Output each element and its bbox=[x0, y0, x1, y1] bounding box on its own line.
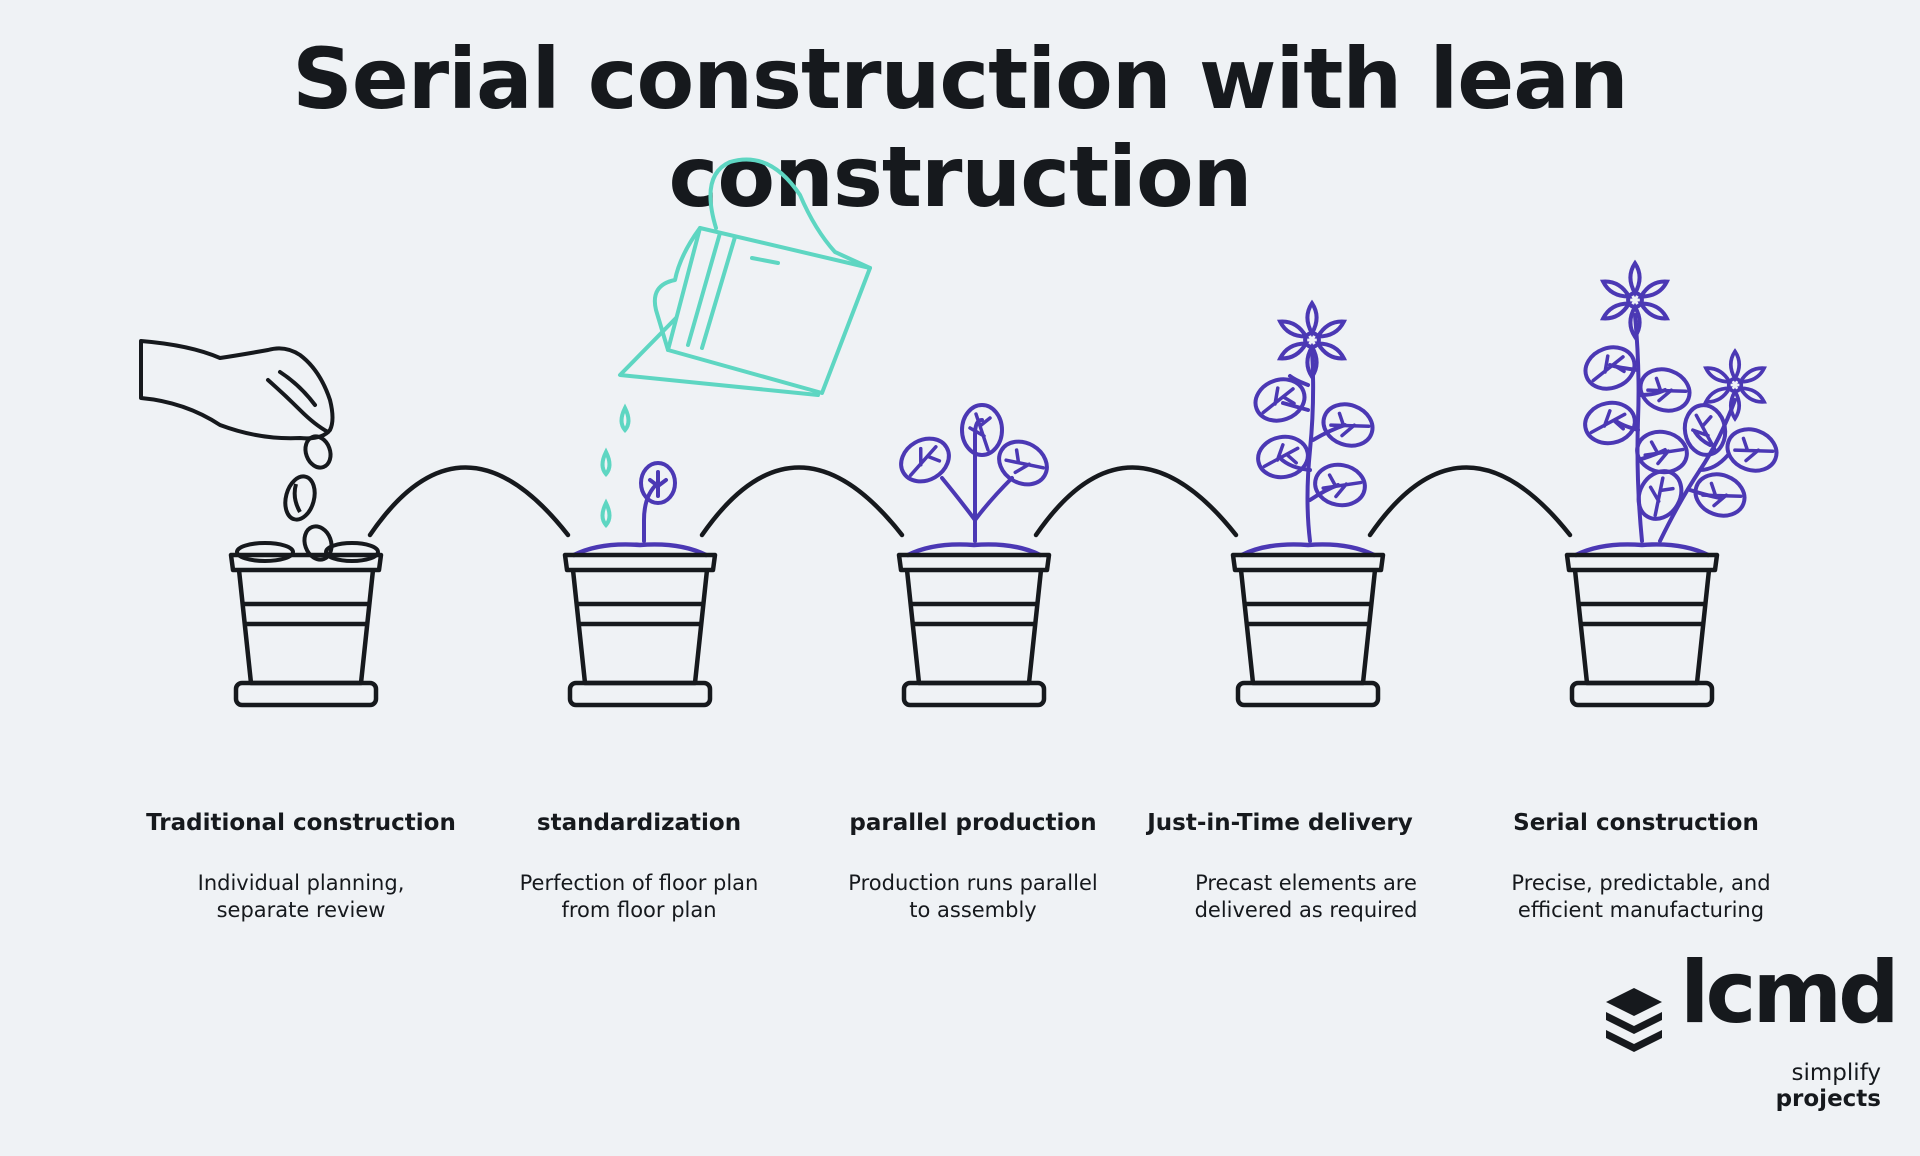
page-title: Serial construction with lean constructi… bbox=[292, 30, 1628, 226]
stage-5-title: Serial construction bbox=[1513, 810, 1759, 836]
stage-1-description: Individual planning, separate review bbox=[131, 870, 471, 924]
connector-arc-2 bbox=[699, 465, 905, 538]
stage-4-illustration bbox=[1233, 303, 1383, 705]
stacked-layers-icon bbox=[1606, 988, 1662, 1052]
connector-arcs bbox=[367, 465, 1573, 538]
seed-icons bbox=[235, 474, 380, 563]
stage-2-illustration bbox=[565, 157, 872, 705]
tagline-bold: projects bbox=[1775, 1086, 1881, 1112]
pot-icon bbox=[1233, 555, 1383, 705]
hand-icon bbox=[139, 339, 335, 470]
logo-wordmark: lcmd bbox=[1680, 943, 1900, 1043]
pot-icon bbox=[1567, 555, 1717, 705]
connector-arc-3 bbox=[1033, 465, 1239, 538]
connector-arc-1 bbox=[367, 465, 571, 538]
stage-4-description-line-1: Precast elements are bbox=[1195, 871, 1417, 895]
stage-4-description: Precast elements are delivered as requir… bbox=[1136, 870, 1476, 924]
stage-1-description-line-2: separate review bbox=[216, 898, 386, 922]
pot-icon bbox=[231, 555, 381, 705]
stage-3-description-line-2: to assembly bbox=[909, 898, 1037, 922]
stage-4-description-line-2: delivered as required bbox=[1194, 898, 1418, 922]
watering-can-icon bbox=[618, 157, 872, 397]
sprout-icon bbox=[639, 461, 677, 543]
stage-5-description-line-1: Precise, predictable, and bbox=[1511, 871, 1771, 895]
stage-2-title: standardization bbox=[536, 810, 742, 836]
stage-3-description-line-1: Production runs parallel bbox=[848, 871, 1098, 895]
stage-1-title: Traditional construction bbox=[146, 810, 456, 836]
stage-2-description-line-2: from floor plan bbox=[561, 898, 717, 922]
pot-icon bbox=[565, 555, 715, 705]
stage-3-title: parallel production bbox=[849, 810, 1097, 836]
pot-icon bbox=[899, 555, 1049, 705]
connector-arc-4 bbox=[1367, 465, 1573, 538]
blooming-plant-icon bbox=[1608, 313, 1737, 543]
stage-3-illustration bbox=[891, 403, 1057, 705]
stage-5-description-line-2: efficient manufacturing bbox=[1517, 898, 1765, 922]
stage-4-title: Just-in-Time delivery bbox=[1147, 810, 1413, 836]
stage-2-description: Perfection of floor plan from floor plan bbox=[469, 870, 809, 924]
tagline-regular: simplify bbox=[1791, 1060, 1881, 1086]
water-drops-icon bbox=[600, 403, 631, 529]
stage-5-description: Precise, predictable, and efficient manu… bbox=[1471, 870, 1811, 924]
stage-1-description-line-1: Individual planning, bbox=[197, 871, 405, 895]
stage-2-description-line-1: Perfection of floor plan bbox=[519, 871, 759, 895]
stage-1-illustration bbox=[139, 339, 381, 705]
logo-tagline: simplify projects bbox=[1686, 1060, 1881, 1112]
young-plant-icon bbox=[940, 418, 1014, 543]
stage-5-illustration bbox=[1567, 263, 1785, 705]
stage-3-description: Production runs parallel to assembly bbox=[803, 870, 1143, 924]
